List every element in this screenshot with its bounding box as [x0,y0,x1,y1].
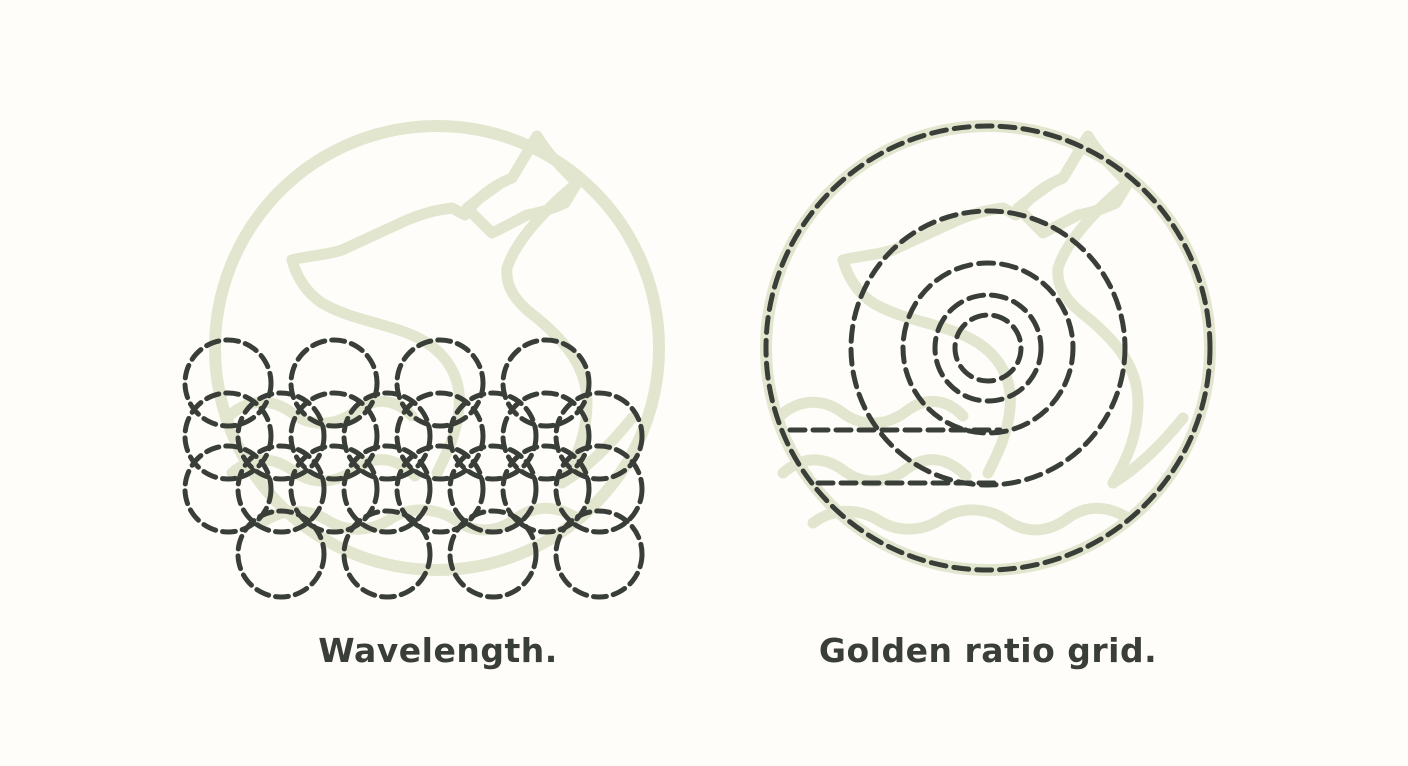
golden-ratio-caption: Golden ratio grid. [818,631,1158,670]
circle-row-3 [182,443,645,535]
circle-row-1 [182,337,592,429]
left-logo-mark-icon [215,126,659,570]
circle-row-4 [235,508,645,600]
golden-circle-4 [932,292,1044,404]
circle-row-2 [182,390,645,482]
golden-circle-outer [763,123,1213,573]
golden-ratio-grid [763,123,1213,573]
golden-circle-5 [952,312,1024,384]
wavelength-circle-grid [182,337,645,600]
golden-circle-3 [900,260,1076,436]
wavelength-caption: Wavelength. [318,631,558,670]
